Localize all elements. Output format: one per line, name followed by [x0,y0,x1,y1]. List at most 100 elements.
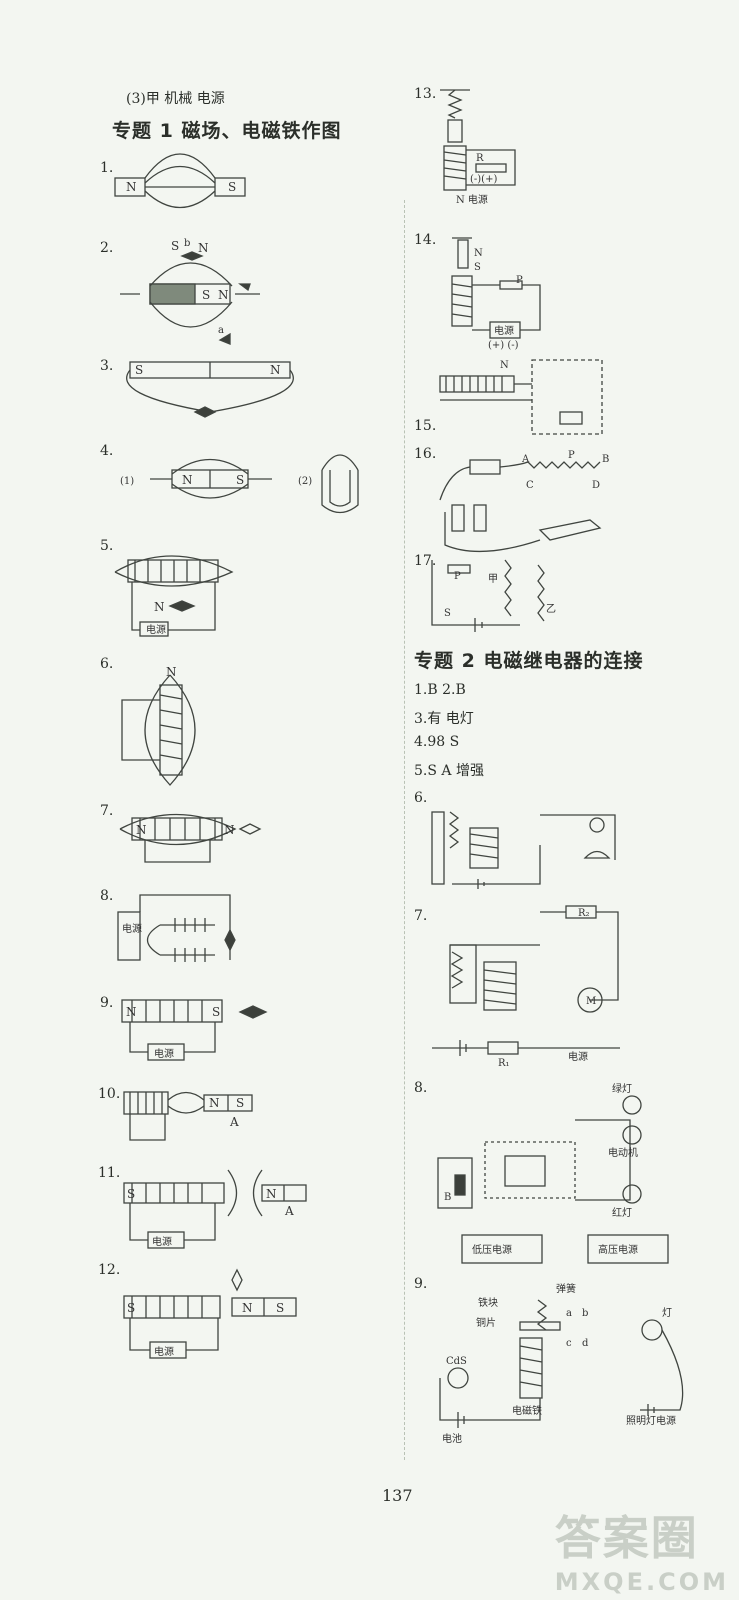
figure-13-spring-solenoid [440,89,516,191]
figure-number: 6. [100,656,114,672]
label-cds: CdS [446,1356,467,1367]
topic1-title: 专题 1 磁场、电磁铁作图 [112,120,342,142]
label-power: 电源 [154,1345,174,1358]
label-c: C [526,480,534,491]
label-polarity: (+) (-) [488,340,519,351]
label-s: S [276,1301,284,1315]
label-r1: R₁ [498,1058,510,1069]
figure-2-magnet-with-needles [120,251,260,345]
label-a: A [284,1204,294,1218]
label-lamp: 灯 [662,1307,672,1319]
intro-line: (3)甲 机械 电源 [126,91,225,107]
label-a: A [521,454,530,465]
label-b: b [184,238,190,249]
label-s: S [202,288,210,302]
watermark-url: MXQE.COM [554,1568,729,1596]
topic2-title: 专题 2 电磁继电器的连接 [414,650,644,672]
label-c: c [566,1338,572,1349]
label-part-1: (1) [120,476,134,487]
label-b: B [602,454,609,465]
figure-number: 9. [414,1276,428,1292]
label-polarity: (-)(+) [470,174,497,185]
figure-number: 10. [98,1086,121,1102]
label-s: S [236,473,244,487]
figure-8-u-magnet [117,894,236,962]
label-power: 电源 [494,324,514,337]
label-s: S [228,180,236,194]
label-s: S [171,239,179,253]
label-s: S [444,608,451,619]
figure-number: 3. [100,358,114,374]
label-b: b [582,1308,588,1319]
figure-16-slide-rheostat [439,459,602,553]
figure-number: 15. [414,418,437,434]
answer-line: 3.有 电灯 [414,711,474,727]
watermark: 答案圈 MXQE.COM [555,1502,729,1596]
label-a: a [566,1308,572,1319]
figure-9-solenoid-circuit [121,999,268,1061]
figure-number: 13. [414,86,437,102]
label-p: P [516,275,523,286]
figure-7-solenoid [119,813,262,863]
label-n: N [126,180,137,194]
label-power: 电源 [152,1235,172,1248]
label-a: a [218,325,224,336]
label-s: S [212,1005,220,1019]
page-number: 137 [382,1486,413,1505]
label-power: 电源 [122,922,142,935]
label-n: N [224,823,235,837]
figure-14-rheostat-circuit [451,237,541,339]
label-n: N [209,1096,220,1110]
label-jia: 甲 [488,574,498,585]
watermark-text: 答案圈 [554,1511,699,1565]
figure-4-two-magnets [150,454,359,514]
label-s: S [135,363,143,377]
figure-number: 17. [414,553,437,569]
label-a: A [229,1115,239,1129]
figure-17-two-electromagnets [431,559,545,632]
figure-10-solenoid-magnet [123,1091,253,1141]
figure-number: 4. [100,443,114,459]
figure-5-solenoid [114,555,234,637]
label-m: M [586,996,596,1007]
label-n: N [242,1301,253,1315]
figure-12-solenoid-magnet [123,1268,297,1359]
figure-6-vertical-solenoid [121,674,196,786]
label-part-2: (2) [298,476,312,487]
label-power: 电源 [146,623,166,636]
label-s: S [127,1301,135,1315]
label-green-lamp: 绿灯 [612,1082,632,1095]
label-r2: R₂ [578,908,590,919]
column-divider [404,200,405,1460]
figure-number: 2. [100,240,114,256]
label-p: P [568,450,575,461]
figure-number: 12. [98,1262,121,1278]
figure-number: 6. [414,790,428,806]
label-n: N [500,360,509,371]
label-spring: 弹簧 [556,1282,576,1295]
figure-number: 14. [414,232,437,248]
figure-number: 7. [414,908,428,924]
label-n: N [218,288,229,302]
label-copper: 铜片 [476,1316,496,1329]
label-high-power: 高压电源 [598,1243,638,1256]
figure-number: 8. [100,888,114,904]
figure-15-relay [439,359,603,435]
label-p: P [454,571,461,582]
answer-line: 5.S A 增强 [414,763,484,779]
label-n-power: N 电源 [456,193,488,206]
label-n: N [266,1187,277,1201]
label-power: 电源 [568,1050,588,1063]
figure-number: 16. [414,446,437,462]
label-n: N [166,665,177,679]
label-n: N [198,241,209,255]
figure-number: 7. [100,803,114,819]
label-n: N [126,1005,137,1019]
label-battery: 电池 [442,1432,462,1445]
figure-number: 11. [98,1165,121,1181]
label-n: N [270,363,281,377]
label-r: R [476,153,484,164]
label-b: B [444,1192,451,1203]
